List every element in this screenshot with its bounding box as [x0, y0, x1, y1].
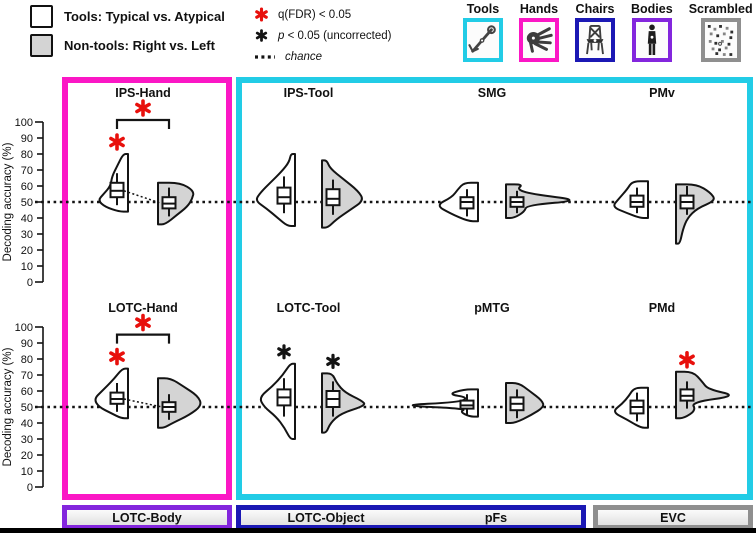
category-tools-label: Tools	[466, 2, 500, 16]
body-icon	[647, 24, 657, 55]
axis-tick-label: 70	[21, 370, 33, 382]
axis-tick-label: 30	[21, 229, 33, 241]
axis-tick-label: 10	[21, 261, 33, 273]
sig-item-fdr: q(FDR) < 0.05	[254, 5, 391, 24]
axis-tick-label: 20	[21, 450, 33, 462]
dotted-line-icon	[255, 54, 275, 59]
axis-tick-label: 80	[21, 354, 33, 366]
axis-tick-label: 100	[15, 322, 33, 334]
axis-tick-label: 20	[21, 245, 33, 257]
sig-uncorrected-label: p < 0.05 (uncorrected)	[278, 30, 391, 42]
category-chairs: Chairs	[575, 2, 615, 62]
axis-tick-label: 90	[21, 133, 33, 145]
region-label-text: LOTC-Body	[112, 510, 182, 525]
legend-item-tools: Tools: Typical vs. Atypical	[30, 3, 225, 29]
category-bodies-box	[631, 18, 672, 62]
axis-tick-label: 60	[21, 386, 33, 398]
chair-icon	[586, 25, 604, 55]
nontools-condition-swatch	[30, 33, 53, 57]
category-tools-box	[463, 18, 503, 62]
category-scrambled: Scrambled	[689, 2, 753, 62]
category-chairs-label: Chairs	[575, 2, 615, 16]
axis-tick-label: 90	[21, 338, 33, 350]
p-symbol: p	[278, 29, 285, 42]
axis-tick-label: 70	[21, 165, 33, 177]
tool-rois-frame	[236, 77, 753, 500]
tools-condition-swatch	[30, 4, 53, 28]
black-asterisk-icon	[255, 29, 268, 42]
axis-tick-label: 60	[21, 181, 33, 193]
figure-bottom-rule	[0, 528, 756, 533]
scrambled-icon	[707, 25, 733, 56]
axis-tick-label: 100	[15, 117, 33, 129]
axis-tick-label: 50	[21, 402, 33, 414]
axis-tick-label: 0	[27, 277, 33, 289]
sig-uncorrected-text: < 0.05 (uncorrected)	[284, 29, 392, 42]
sig-chance-label: chance	[285, 50, 323, 63]
axis-tick-label: 30	[21, 434, 33, 446]
sig-item-uncorrected: p < 0.05 (uncorrected)	[254, 26, 391, 45]
region-label-lotc-body: LOTC-Body	[62, 505, 232, 530]
red-asterisk-icon	[255, 7, 268, 22]
category-tools: Tools	[463, 2, 503, 62]
region-label-text: LOTC-Object	[287, 510, 365, 525]
category-bodies: Bodies	[631, 2, 673, 62]
category-hands-box	[519, 18, 559, 62]
condition-legend: Tools: Typical vs. Atypical Non-tools: R…	[30, 3, 225, 61]
tool-icon	[468, 25, 496, 53]
category-hands-label: Hands	[519, 2, 559, 16]
axis-tick-label: 50	[21, 197, 33, 209]
region-label-lotc-object-pfs: LOTC-Object pFs	[236, 505, 586, 530]
y-axis-title: Decoding accuracy (%)	[2, 142, 14, 261]
axis-tick-label: 0	[27, 482, 33, 494]
axis-tick-label: 80	[21, 149, 33, 161]
category-scrambled-label: Scrambled	[688, 2, 753, 16]
region-label-text: EVC	[660, 510, 686, 525]
y-axis-title: Decoding accuracy (%)	[2, 347, 14, 466]
hand-rois-frame	[62, 77, 232, 500]
legend-item-nontools: Non-tools: Right vs. Left	[30, 32, 225, 58]
category-chairs-box	[575, 18, 615, 62]
sig-fdr-label: q(FDR) < 0.05	[278, 8, 352, 21]
category-hands: Hands	[519, 2, 559, 62]
hand-icon	[526, 27, 553, 53]
category-scrambled-box	[700, 18, 741, 62]
category-icons: Tools Hands	[463, 2, 753, 62]
axis-tick-label: 40	[21, 418, 33, 430]
region-label-text: pFs	[484, 510, 508, 525]
region-label-evc: EVC	[593, 505, 753, 530]
tools-condition-label: Tools: Typical vs. Atypical	[64, 8, 225, 24]
sig-item-chance: chance	[254, 47, 391, 66]
nontools-condition-label: Non-tools: Right vs. Left	[64, 37, 215, 53]
axis-tick-label: 40	[21, 213, 33, 225]
category-bodies-label: Bodies	[631, 2, 673, 16]
axis-tick-label: 10	[21, 466, 33, 478]
significance-legend: q(FDR) < 0.05 p < 0.05 (uncorrected) cha…	[254, 5, 391, 68]
